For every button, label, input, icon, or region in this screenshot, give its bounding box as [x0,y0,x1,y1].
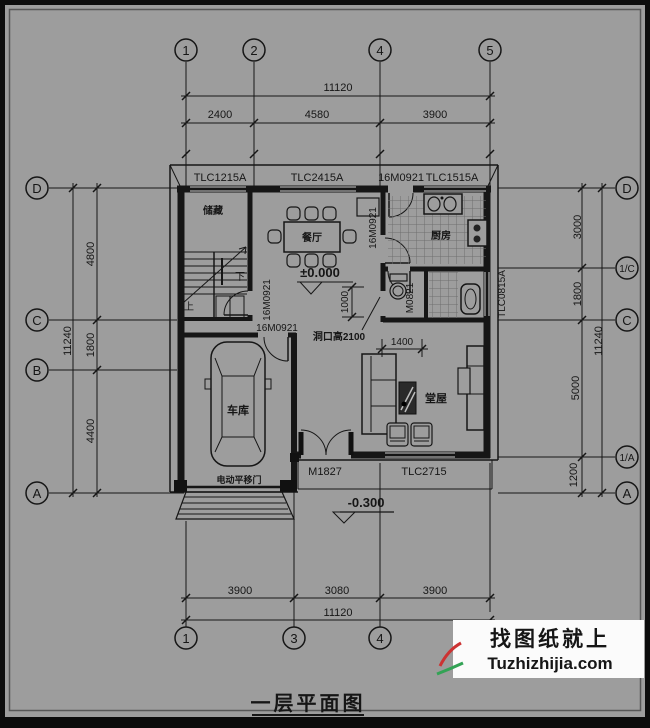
dim-right-4: 1200 [568,463,580,487]
label-door-entry: M1827 [308,466,342,478]
stair-up: 上 [184,301,194,313]
window-tlc1515a [424,185,486,193]
dim-left-2: 1800 [85,333,97,357]
room-dining: 餐厅 [301,231,322,244]
room-garage: 车库 [227,403,249,417]
note-opening-height: 洞口高2100 [313,330,366,343]
garage-steps [175,491,295,520]
tv-cabinet [457,345,485,431]
axis-right-1c: 1/C [619,264,635,275]
garage-car [204,341,272,467]
dim-left-3: 4400 [85,419,97,443]
label-door-bath: M0821 [405,282,416,313]
dim-right-total: 11240 [593,326,605,356]
axis-bottom-3: 3 [290,631,297,646]
logo-green-stroke [436,661,464,676]
room-kitchen: 厨房 [431,229,451,242]
axis-bottom-4: 4 [376,631,383,646]
label-window-top-2: TLC2415A [291,172,344,184]
axis-top-5: 5 [486,43,493,58]
window-tlc1215a [190,185,246,193]
dim-bottom-1: 3900 [228,585,252,597]
dim-top-3: 3900 [423,109,447,121]
axis-right-a: A [623,486,632,501]
axis-labels: 1 2 4 5 1 3 4 D C B A D 1/C C 1/A A [32,43,635,646]
dim-left-total: 11240 [62,326,74,356]
armchair [386,422,409,447]
level-indoor: ±0.000 [300,265,340,280]
title-text: 一层平面图 [251,692,366,715]
bathroom-fixtures [389,272,481,318]
garage-gate [174,453,299,492]
toilet [389,273,408,300]
kitchen-fixtures [356,193,488,264]
windows [190,185,491,459]
dim-bottom-2: 3080 [325,585,349,597]
kitchen-sink [423,193,463,215]
dim-top-1: 2400 [208,109,232,121]
drawing-title: 一层平面图 [251,692,366,716]
armchair [410,422,433,447]
label-window-top-3: TLC1515A [426,172,479,184]
inner-dims [342,282,428,357]
level-outdoor: -0.300 [348,495,385,510]
dim-opening-1000: 1000 [340,290,351,313]
axis-bottom-1: 1 [182,631,189,646]
axis-top-2: 2 [250,43,257,58]
sofa [361,353,397,435]
label-window-bath: TLC0815A [497,270,508,318]
axis-left-b: B [33,363,42,378]
dimension-texts: 11120 2400 4580 3900 3900 3080 3900 1112… [62,82,605,619]
watermark-slogan: 找图纸就上 [490,627,610,651]
dim-left-1: 4800 [85,242,97,266]
stairs [181,246,247,319]
dim-opening-1400: 1400 [391,337,414,348]
door-hall-garage [263,336,289,362]
logo-red-stroke [438,641,462,667]
coffee-table [398,381,417,415]
dining-set [267,206,357,268]
window-tlc0815a [483,272,491,316]
axis-left-a: A [33,486,42,501]
room-living: 堂屋 [425,391,447,405]
dim-bottom-total: 11120 [324,607,353,619]
axis-left-d: D [32,181,41,196]
living-furniture [361,345,485,447]
axis-left-c: C [32,313,41,328]
bathtub [460,283,481,315]
label-garage-gate: 电动平移门 [216,474,261,485]
dim-right-2: 1800 [572,282,584,306]
label-door-stair: 16M0921 [262,279,273,321]
axis-right-c: C [622,313,631,328]
door-entry-double [298,429,354,456]
dim-top-total: 11120 [324,82,353,94]
dim-top-2: 4580 [305,109,329,121]
axis-top-4: 4 [376,43,383,58]
axis-bubbles [25,38,639,650]
kitchen-stove [467,219,488,247]
window-tlc2415a [280,185,356,193]
label-window-top-1: TLC1215A [194,172,247,184]
plan-labels: TLC1215A TLC2415A 16M0921 TLC1515A 储藏 餐厅… [184,172,508,510]
watermark-site-link[interactable]: Tuzhizhijia.com [487,654,612,673]
label-door-garage: 16M0921 [256,323,298,334]
watermark[interactable]: 找图纸就上 Tuzhizhijia.com [436,620,644,678]
label-door-dining-kitchen: 16M0921 [368,207,379,249]
stair-down: 下 [235,272,245,283]
dim-bottom-3: 3900 [423,585,447,597]
axis-right-1a: 1/A [619,453,634,464]
room-storage: 储藏 [202,204,223,217]
axis-right-d: D [622,181,631,196]
label-door-top: 16M0921 [378,172,424,184]
axis-top-1: 1 [182,43,189,58]
dim-right-1: 3000 [572,215,584,239]
label-window-living: TLC2715 [401,466,446,478]
window-tlc2715 [385,451,455,459]
level-marks [297,281,394,524]
dim-right-3: 5000 [570,376,582,400]
